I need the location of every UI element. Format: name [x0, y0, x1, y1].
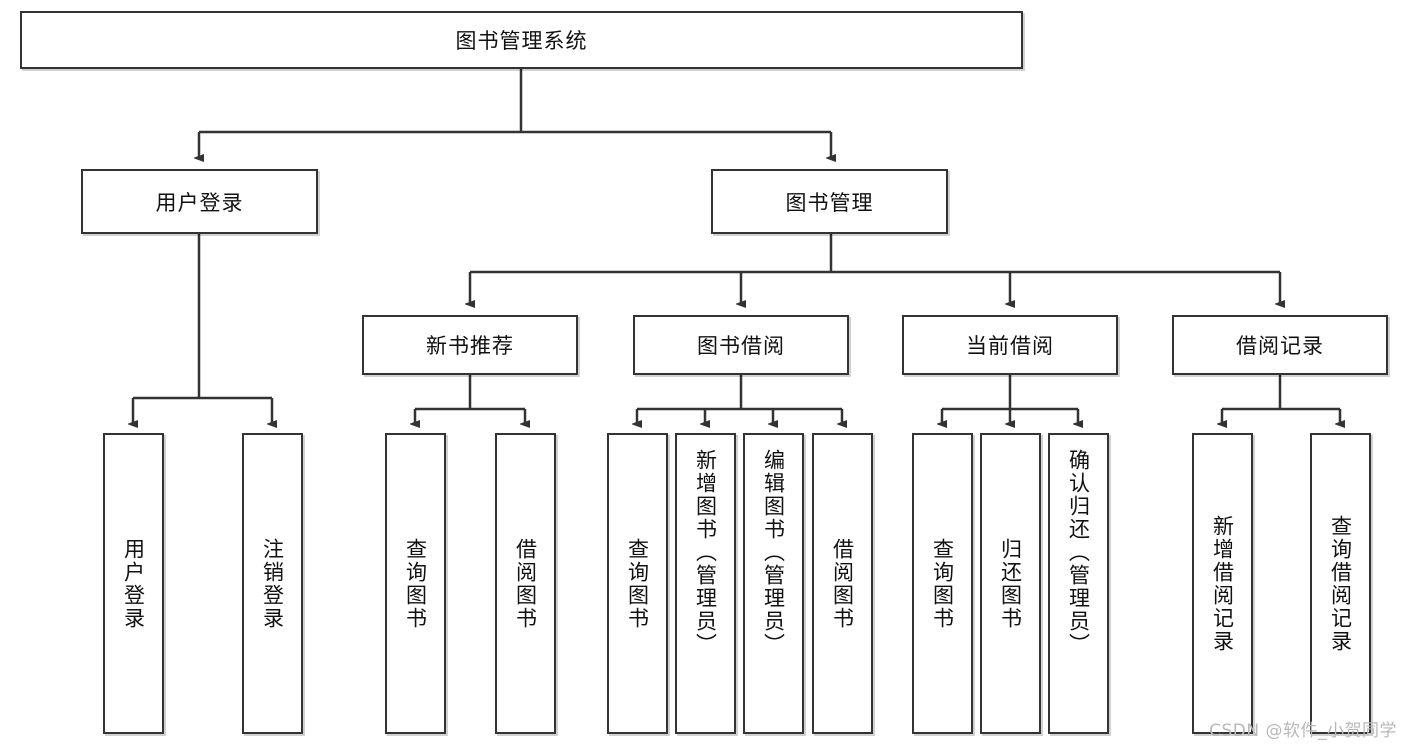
watermark: CSDN @软件_小贺同学 — [1209, 721, 1397, 741]
leaf-query-book-newbook-label: 查询图书 — [403, 537, 428, 630]
leaf-user-login[interactable]: 用户登录 — [103, 433, 164, 734]
node-root-label: 图书管理系统 — [455, 29, 588, 53]
node-root[interactable]: 图书管理系统 — [20, 11, 1023, 69]
leaf-user-login-label: 用户登录 — [121, 537, 146, 630]
leaf-query-book-borrow-label: 查询图书 — [625, 537, 650, 630]
node-book-management[interactable]: 图书管理 — [711, 169, 948, 234]
leaf-query-book-borrow[interactable]: 查询图书 — [607, 433, 668, 734]
leaf-query-book-current-label: 查询图书 — [930, 537, 955, 630]
leaf-borrow-book-borrow-label: 借阅图书 — [830, 537, 855, 630]
leaf-add-book-admin[interactable]: 新增图书（管理员） — [675, 433, 736, 734]
leaf-query-borrow-record[interactable]: 查询借阅记录 — [1310, 433, 1371, 734]
node-user-login-label: 用户登录 — [155, 190, 244, 215]
leaf-query-book-newbook[interactable]: 查询图书 — [385, 433, 446, 734]
leaf-borrow-book-newbook-label: 借阅图书 — [513, 537, 538, 630]
leaf-confirm-return-admin[interactable]: 确认归还（管理员） — [1048, 433, 1109, 734]
node-book-borrow[interactable]: 图书借阅 — [633, 315, 849, 375]
node-borrow-record-label: 借阅记录 — [1236, 334, 1324, 358]
node-new-book-recommend[interactable]: 新书推荐 — [362, 315, 578, 375]
node-current-borrow[interactable]: 当前借阅 — [902, 315, 1118, 375]
node-new-book-recommend-label: 新书推荐 — [426, 334, 514, 358]
leaf-edit-book-admin[interactable]: 编辑图书（管理员） — [743, 433, 804, 734]
node-current-borrow-label: 当前借阅 — [966, 334, 1054, 358]
leaf-add-borrow-record[interactable]: 新增借阅记录 — [1192, 433, 1253, 734]
leaf-return-book-label: 归还图书 — [998, 537, 1023, 630]
node-book-borrow-label: 图书借阅 — [697, 334, 785, 358]
leaf-logout-label: 注销登录 — [260, 537, 285, 630]
node-borrow-record[interactable]: 借阅记录 — [1172, 315, 1388, 375]
leaf-borrow-book-borrow[interactable]: 借阅图书 — [812, 433, 873, 734]
leaf-add-borrow-record-label: 新增借阅记录 — [1210, 514, 1235, 653]
leaf-logout[interactable]: 注销登录 — [242, 433, 303, 734]
leaf-edit-book-admin-label: 编辑图书（管理员） — [761, 449, 786, 656]
leaf-query-book-current[interactable]: 查询图书 — [912, 433, 973, 734]
leaf-return-book[interactable]: 归还图书 — [980, 433, 1041, 734]
leaf-confirm-return-admin-label: 确认归还（管理员） — [1066, 449, 1091, 656]
leaf-query-borrow-record-label: 查询借阅记录 — [1328, 514, 1353, 653]
node-book-management-label: 图书管理 — [785, 190, 874, 215]
leaf-add-book-admin-label: 新增图书（管理员） — [693, 449, 718, 656]
node-user-login[interactable]: 用户登录 — [81, 169, 318, 234]
leaf-borrow-book-newbook[interactable]: 借阅图书 — [495, 433, 556, 734]
